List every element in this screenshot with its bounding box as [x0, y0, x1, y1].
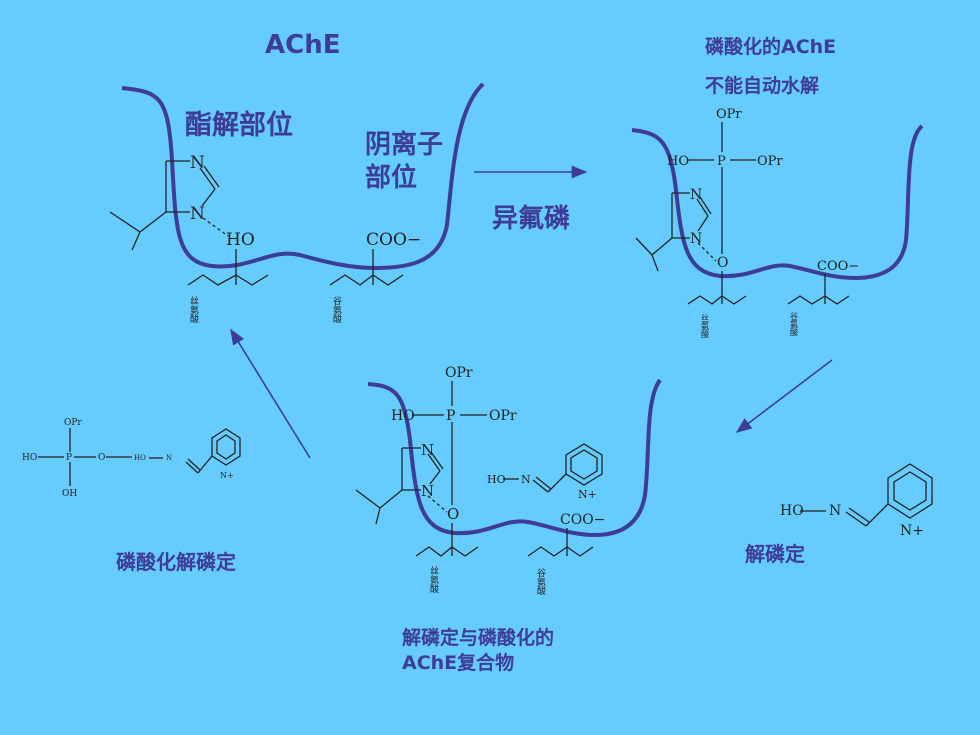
glutamate-residue-3: [527, 528, 594, 557]
opr-label: OPr: [445, 365, 473, 381]
label-complex-line1: 解磷定与磷酸化的: [402, 627, 555, 649]
phosphorus-label: P: [66, 453, 72, 463]
pyridinium-n: N+: [220, 471, 234, 480]
serine-residue-3: [415, 523, 479, 557]
glutamate-label: 谷氨酸: [790, 312, 799, 337]
pyridinium-n: N+: [900, 523, 924, 539]
label-no-hydrolysis: 不能自动水解: [705, 75, 820, 97]
n-atom: N: [829, 503, 841, 519]
panel-free-ache: N N HO COO− 丝氨酸 谷氨酸: [109, 82, 485, 324]
label-ester-site: 酯解部位: [185, 110, 293, 141]
panel-phosphorylated-ache: OPr HO P OPr N N O COO−: [631, 107, 924, 339]
ho-label: HO: [780, 503, 804, 519]
carboxylate-label: COO−: [817, 259, 859, 274]
enzyme-surface-2: [631, 124, 924, 281]
glutamate-residue-1: [329, 249, 404, 286]
label-complex-line2: AChE复合物: [402, 652, 515, 674]
n-atom: N: [166, 454, 172, 462]
oxygen-atom: O: [717, 255, 728, 271]
serine-label: 丝氨酸: [701, 313, 710, 339]
serine-residue-1: [187, 249, 269, 286]
n-atom: N: [521, 473, 531, 486]
opr-label: OPr: [64, 418, 82, 428]
histidine-imidazole-3: [355, 447, 448, 525]
ho-label: HO: [667, 154, 689, 169]
n-atom: N: [190, 204, 205, 224]
opr-label: OPr: [716, 107, 742, 122]
histidine-imidazole-1: [109, 160, 229, 251]
panel-complex: OPr HO P OPr N N O COO−: [355, 365, 662, 596]
phosphorylated-pralidoxime-molecule: OPr HO P O OH HO N N+: [22, 418, 241, 499]
n-atom: N: [421, 482, 434, 500]
label-anion-site-line1: 阴离子: [365, 130, 444, 160]
title-ache: AChE: [265, 30, 341, 60]
oxygen-atom: O: [98, 453, 105, 463]
enzyme-surface-1: [121, 82, 485, 271]
carboxylate-label: COO−: [366, 230, 421, 250]
arrow-to-pralidoxime: [735, 359, 833, 433]
label-reagent: 异氟磷: [492, 204, 571, 234]
oh-label: OH: [62, 489, 77, 499]
carboxylate-label: COO−: [560, 512, 605, 528]
phosphorus-label: P: [446, 408, 455, 424]
label-phosphorylated-pralidoxime: 磷酸化解磷定: [116, 550, 236, 574]
n-atom: N: [190, 153, 205, 173]
glutamate-residue-2: [787, 274, 850, 305]
n-atom: N: [690, 231, 702, 247]
n-atom: N: [421, 441, 434, 459]
serine-label: 丝氨酸: [428, 565, 439, 594]
label-phosphorylated-ache: 磷酸化的AChE: [705, 36, 837, 58]
label-pralidoxime: 解磷定: [745, 542, 805, 566]
label-anion-site-line2: 部位: [365, 163, 418, 193]
arrow-regeneration: [230, 328, 311, 459]
hydroxyl-label: HO: [226, 230, 255, 250]
n-atom: N: [690, 187, 702, 203]
enzyme-surface-3: [367, 378, 662, 538]
ho-label: HO: [134, 454, 146, 462]
pyridinium-n: N+: [578, 488, 597, 501]
pralidoxime-molecule: HO N N+: [780, 463, 933, 539]
phosphorus-label: P: [717, 154, 726, 169]
serine-label: 丝氨酸: [188, 295, 199, 324]
opr-label: OPr: [489, 408, 517, 424]
oxygen-atom: O: [447, 505, 459, 523]
serine-residue-2: [687, 271, 747, 305]
glutamate-label: 谷氨酸: [331, 296, 342, 324]
histidine-imidazole-2: [635, 192, 717, 272]
opr-label: OPr: [757, 154, 783, 169]
ho-label: HO: [487, 473, 506, 486]
glutamate-label: 谷氨酸: [535, 568, 546, 596]
ho-label: HO: [391, 408, 415, 424]
ho-label: HO: [22, 453, 37, 463]
